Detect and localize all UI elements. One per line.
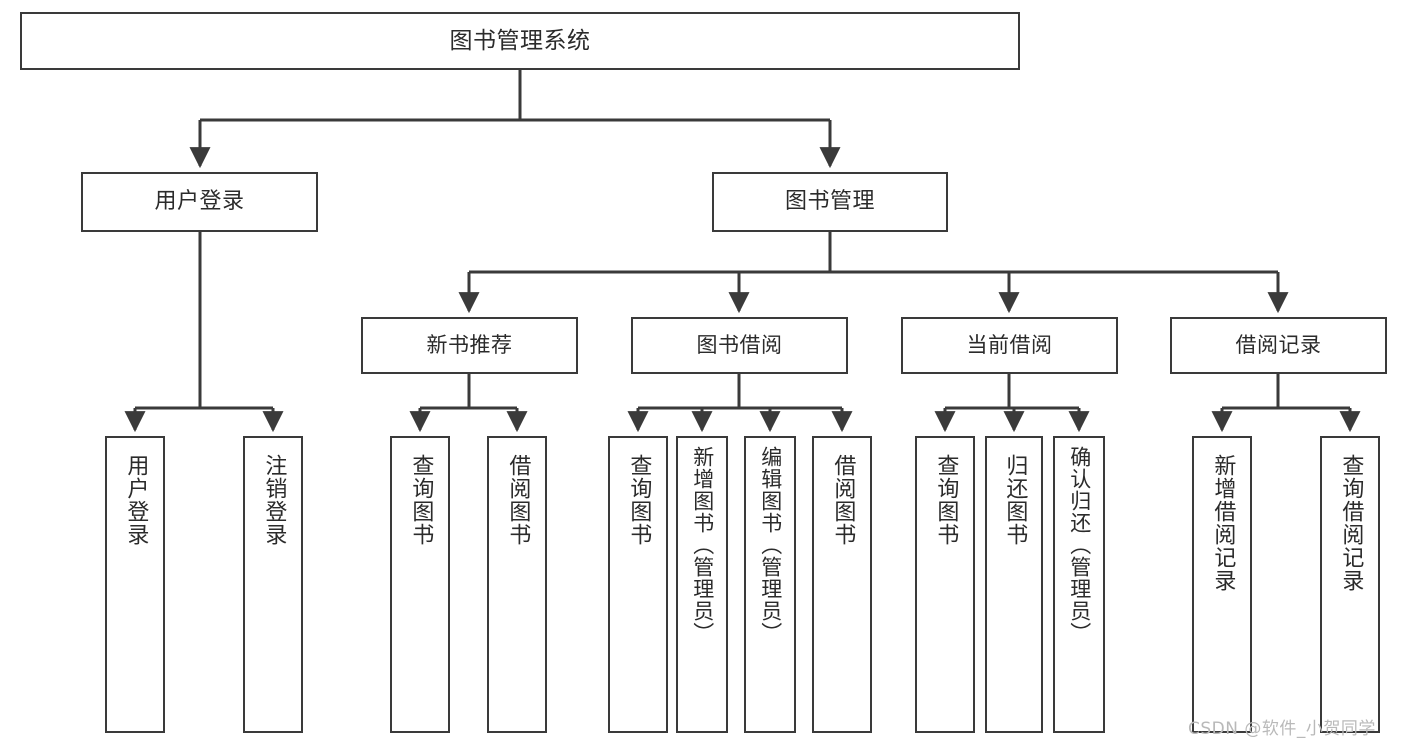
- leaf-add-record-label: 新增借阅记录: [1210, 454, 1236, 592]
- leaf-edit-book[interactable]: 编辑图书（管理员）: [744, 436, 796, 733]
- leaf-query-record-label: 查询借阅记录: [1338, 454, 1364, 592]
- node-new-book-recommend-label: 新书推荐: [426, 332, 513, 357]
- node-new-book-recommend[interactable]: 新书推荐: [361, 317, 578, 374]
- leaf-confirm-return-label: 确认归还（管理员）: [1067, 446, 1092, 644]
- leaf-borrow-book-2[interactable]: 借阅图书: [812, 436, 872, 733]
- leaf-query-book-2[interactable]: 查询图书: [608, 436, 668, 733]
- node-book-manage-label: 图书管理: [784, 188, 875, 214]
- node-user-login-label: 用户登录: [154, 188, 245, 214]
- leaf-query-book-3[interactable]: 查询图书: [915, 436, 975, 733]
- node-book-borrow[interactable]: 图书借阅: [631, 317, 848, 374]
- leaf-return-book[interactable]: 归还图书: [985, 436, 1043, 733]
- leaf-user-logout-label: 注销登录: [261, 454, 287, 546]
- watermark: CSDN @软件_小贺同学: [1188, 719, 1376, 739]
- leaf-return-book-label: 归还图书: [1002, 454, 1028, 546]
- leaf-add-book[interactable]: 新增图书（管理员）: [676, 436, 728, 733]
- leaf-query-book-2-label: 查询图书: [626, 454, 652, 546]
- leaf-add-book-label: 新增图书（管理员）: [690, 446, 715, 644]
- leaf-user-login[interactable]: 用户登录: [105, 436, 165, 733]
- leaf-add-record[interactable]: 新增借阅记录: [1192, 436, 1252, 733]
- leaf-user-login-label: 用户登录: [123, 454, 149, 546]
- leaf-confirm-return[interactable]: 确认归还（管理员）: [1053, 436, 1105, 733]
- leaf-borrow-book-1[interactable]: 借阅图书: [487, 436, 547, 733]
- leaf-edit-book-label: 编辑图书（管理员）: [758, 446, 783, 644]
- node-root[interactable]: 图书管理系统: [20, 12, 1020, 70]
- leaf-borrow-book-2-label: 借阅图书: [830, 454, 856, 546]
- node-book-manage[interactable]: 图书管理: [712, 172, 948, 232]
- leaf-borrow-book-1-label: 借阅图书: [505, 454, 531, 546]
- node-book-borrow-label: 图书借阅: [696, 332, 783, 357]
- leaf-query-book-1-label: 查询图书: [408, 454, 434, 546]
- leaf-user-logout[interactable]: 注销登录: [243, 436, 303, 733]
- node-current-borrow[interactable]: 当前借阅: [901, 317, 1118, 374]
- node-borrow-record-label: 借阅记录: [1235, 332, 1322, 357]
- node-current-borrow-label: 当前借阅: [966, 332, 1053, 357]
- node-root-label: 图书管理系统: [449, 27, 591, 54]
- node-user-login[interactable]: 用户登录: [81, 172, 318, 232]
- leaf-query-book-1[interactable]: 查询图书: [390, 436, 450, 733]
- node-borrow-record[interactable]: 借阅记录: [1170, 317, 1387, 374]
- leaf-query-record[interactable]: 查询借阅记录: [1320, 436, 1380, 733]
- leaf-query-book-3-label: 查询图书: [933, 454, 959, 546]
